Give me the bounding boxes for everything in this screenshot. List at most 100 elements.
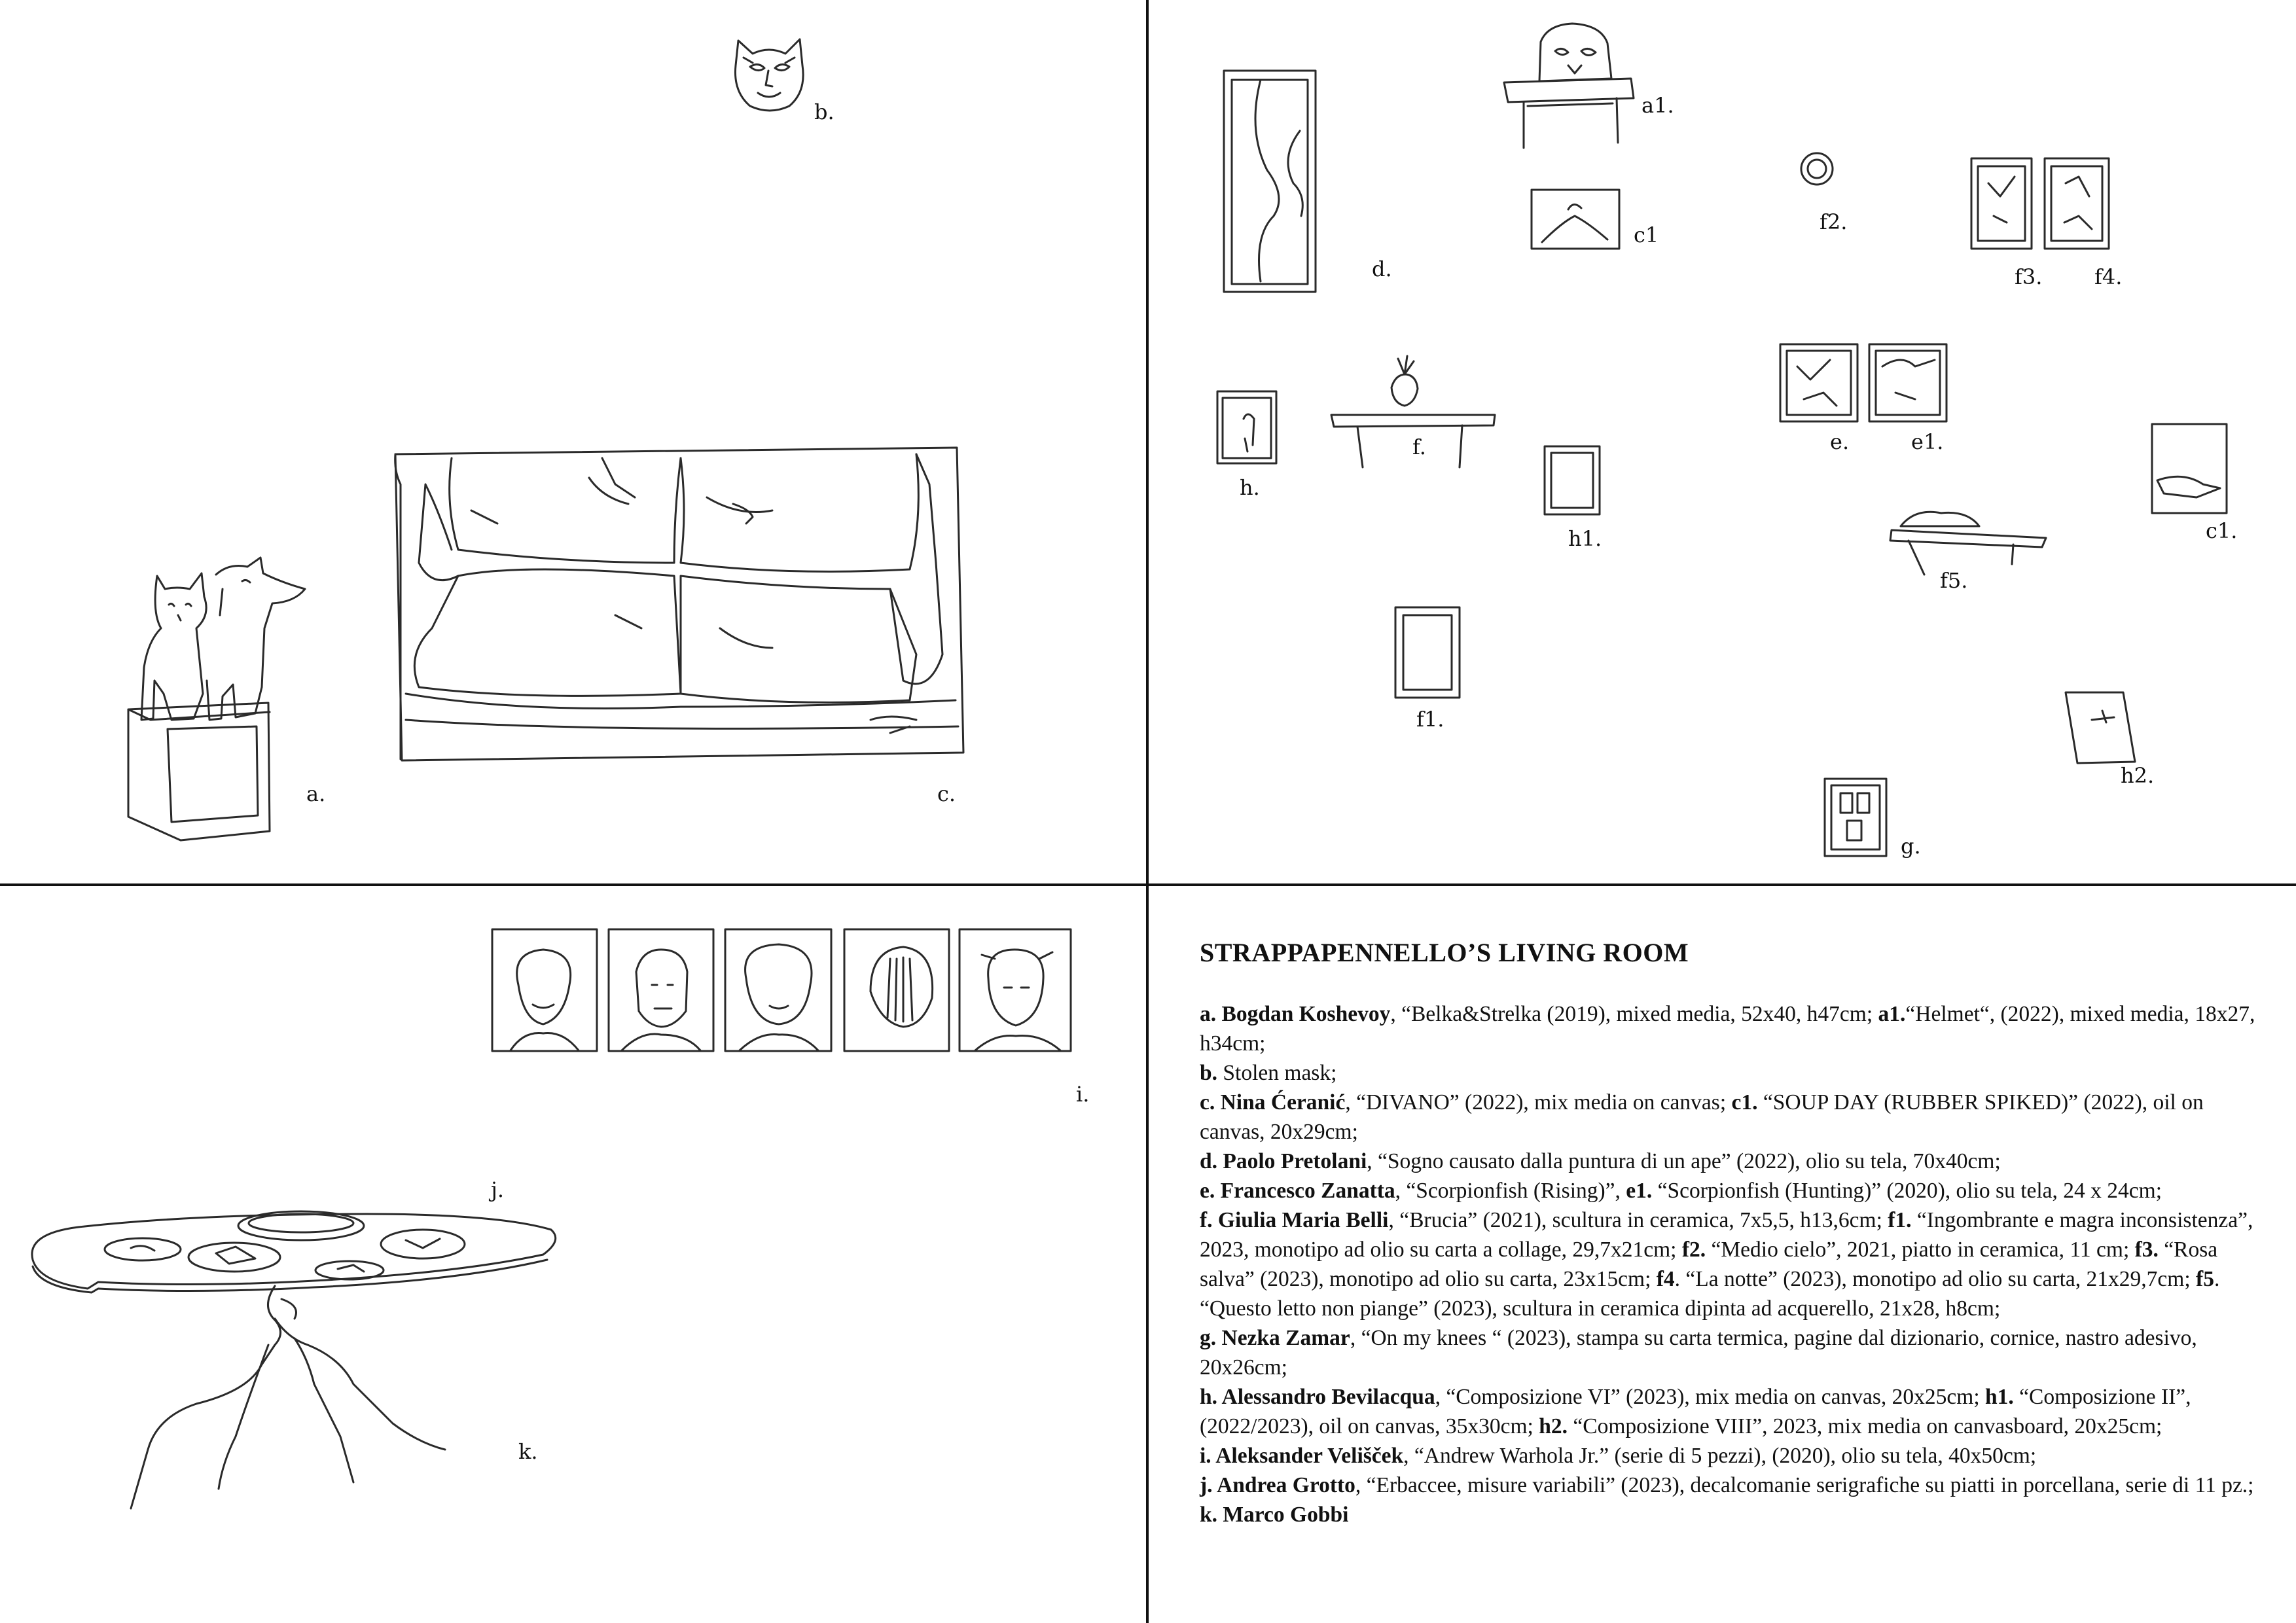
legend-entry-key: f3. <box>2134 1238 2159 1262</box>
legend-entry-text: , “DIVANO” (2022), mix media on canvas; <box>1345 1090 1732 1115</box>
label-a: a. <box>306 781 326 806</box>
sculpture-on-shelf-f5-sketch <box>1889 510 2047 576</box>
legend-entry: k. Marco Gobbi <box>1200 1500 2260 1529</box>
legend-entry-text: , “Sogno causato dalla puntura di un ape… <box>1367 1149 2001 1173</box>
legend-entry: i. Aleksander Velišček, “Andrew Warhola … <box>1200 1441 2260 1471</box>
legend-entry-key: f4 <box>1656 1267 1675 1291</box>
label-c1-right: c1. <box>2206 518 2238 543</box>
legend-entry: b. Stolen mask; <box>1200 1058 2260 1088</box>
legend-title: STRAPPAPENNELLO’S LIVING ROOM <box>1200 938 1689 967</box>
legend-entry: c. Nina Ćeranić, “DIVANO” (2022), mix me… <box>1200 1088 2260 1147</box>
legend-entry-text: , “On my knees “ (2023), stampa su carta… <box>1200 1326 2197 1380</box>
label-c: c. <box>937 781 956 806</box>
painting-h1-sketch <box>1543 445 1601 516</box>
legend: STRAPPAPENNELLO’S LIVING ROOM a. Bogdan … <box>1200 937 2260 1529</box>
legend-entry-text: Stolen mask; <box>1217 1061 1337 1085</box>
legend-entry: a. Bogdan Koshevoy, “Belka&Strelka (2019… <box>1200 999 2260 1058</box>
legend-entry-key: f1. <box>1888 1208 1912 1232</box>
painting-f1-sketch <box>1394 606 1461 699</box>
label-f5: f5. <box>1940 568 1968 593</box>
legend-entry-key: i. Aleksander Velišček <box>1200 1444 1404 1468</box>
legend-entry-text: “Medio cielo”, 2021, piatto in ceramica,… <box>1706 1238 2135 1262</box>
legend-entry: f. Giulia Maria Belli, “Brucia” (2021), … <box>1200 1205 2260 1323</box>
sculpture-on-shelf-f-sketch <box>1330 355 1496 469</box>
label-f3: f3. <box>2015 264 2043 289</box>
legend-entry-text: , “Andrew Warhola Jr.” (serie di 5 pezzi… <box>1403 1444 2037 1468</box>
legend-entry: e. Francesco Zanatta, “Scorpionfish (Ris… <box>1200 1176 2260 1205</box>
legend-entry-key: j. Andrea Grotto <box>1200 1473 1355 1497</box>
legend-entry: j. Andrea Grotto, “Erbaccee, misure vari… <box>1200 1471 2260 1500</box>
vertical-divider <box>1146 0 1149 1623</box>
legend-entry-key: h1. <box>1985 1385 2014 1409</box>
legend-entry-key: e1. <box>1626 1179 1653 1203</box>
label-b: b. <box>814 99 834 124</box>
plate-f2-sketch <box>1800 152 1834 186</box>
legend-entry: g. Nezka Zamar, “On my knees “ (2023), s… <box>1200 1323 2260 1382</box>
portraits-series-sketch <box>491 928 1072 1052</box>
legend-entry-text: “Rosa salva” (2023), monotipo ad olio su… <box>1200 1238 2218 1291</box>
legend-entry: h. Alessandro Bevilacqua, “Composizione … <box>1200 1382 2260 1441</box>
label-g: g. <box>1901 834 1921 859</box>
legend-entry-key: f. Giulia Maria Belli <box>1200 1208 1389 1232</box>
dogs-on-box-sketch <box>127 556 306 842</box>
horizontal-divider <box>0 883 2296 886</box>
legend-entry-key: g. Nezka Zamar <box>1200 1326 1350 1350</box>
legend-entry-text: , “Belka&Strelka (2019), mixed media, 52… <box>1390 1002 1878 1026</box>
helmet-on-shelf-sketch <box>1503 22 1635 149</box>
frame-g-sketch <box>1823 777 1888 857</box>
table-with-plates-sketch <box>31 1210 557 1510</box>
label-a1: a1. <box>1641 93 1674 118</box>
legend-entry-key: b. <box>1200 1061 1218 1085</box>
legend-entry-key: e. Francesco Zanatta <box>1200 1179 1395 1203</box>
paintings-e-e1-sketch <box>1779 343 1948 423</box>
legend-entry-key: h. Alessandro Bevilacqua <box>1200 1385 1435 1409</box>
legend-entry-key: a. Bogdan Koshevoy <box>1200 1002 1391 1026</box>
mask-sketch <box>734 38 804 112</box>
label-h2: h2. <box>2121 763 2155 788</box>
panel-top-right: d. a1. c1 f2. f3. f4. h. f. h1. e. e1. c… <box>1149 0 2296 883</box>
legend-entry-text: “Composizione II”, (2022/2023), oil on c… <box>1200 1385 2191 1438</box>
legend-entry-text: , “Composizione VI” (2023), mix media on… <box>1435 1385 1986 1409</box>
legend-entry-key: k. Marco Gobbi <box>1200 1503 1349 1527</box>
legend-entry: d. Paolo Pretolani, “Sogno causato dalla… <box>1200 1147 2260 1176</box>
legend-entry-text: . “La notte” (2023), monotipo ad olio su… <box>1674 1267 2197 1291</box>
label-i: i. <box>1076 1082 1090 1107</box>
legend-entry-text: , “Scorpionfish (Rising)”, <box>1395 1179 1626 1203</box>
panel-top-left: b. a. c. <box>0 0 1145 883</box>
label-e: e. <box>1830 429 1850 454</box>
painting-h-sketch <box>1216 390 1278 465</box>
legend-entry-key: c1. <box>1731 1090 1758 1115</box>
divano-sketch <box>394 446 965 762</box>
legend-entry-key: f2. <box>1681 1238 1706 1262</box>
label-e1: e1. <box>1911 429 1944 454</box>
legend-entry-text: “Helmet“, (2022), mixed media, 18x27, h3… <box>1200 1002 2255 1056</box>
legend-entry-text: , “Brucia” (2021), scultura in ceramica,… <box>1388 1208 1888 1232</box>
legend-entry-text: , “Erbaccee, misure variabili” (2023), d… <box>1355 1473 2254 1497</box>
label-f: f. <box>1412 435 1426 459</box>
label-c1-top: c1 <box>1634 223 1659 247</box>
label-f2: f2. <box>1820 209 1848 234</box>
painting-c1-top-sketch <box>1530 188 1621 250</box>
legend-entry-key: a1. <box>1878 1002 1906 1026</box>
painting-d-sketch <box>1223 69 1317 293</box>
painting-h2-sketch <box>2064 691 2136 764</box>
legend-entry-key: f5 <box>2196 1267 2214 1291</box>
label-f4: f4. <box>2094 264 2123 289</box>
label-d: d. <box>1372 257 1392 281</box>
label-h: h. <box>1240 475 1260 500</box>
painting-c1-right-sketch <box>2151 423 2228 514</box>
label-h1: h1. <box>1568 526 1602 551</box>
legend-entry-text: “Ingombrante e magra inconsistenza”, 202… <box>1200 1208 2253 1262</box>
legend-entry-text: “Composizione VIII”, 2023, mix media on … <box>1568 1414 2162 1438</box>
label-f1: f1. <box>1416 707 1444 732</box>
legend-entry-key: d. Paolo Pretolani <box>1200 1149 1367 1173</box>
legend-entry-key: c. Nina Ćeranić <box>1200 1090 1346 1115</box>
legend-entry-text: “SOUP DAY (RUBBER SPIKED)” (2022), oil o… <box>1200 1090 2204 1144</box>
label-k: k. <box>518 1439 538 1464</box>
label-j: j. <box>491 1177 505 1202</box>
legend-entries: a. Bogdan Koshevoy, “Belka&Strelka (2019… <box>1200 999 2260 1529</box>
legend-entry-text: . “Questo letto non piange” (2023), scul… <box>1200 1267 2220 1321</box>
paintings-f3-f4-sketch <box>1970 157 2110 250</box>
legend-entry-text: “Scorpionfish (Hunting)” (2020), olio su… <box>1652 1179 2162 1203</box>
legend-entry-key: h2. <box>1539 1414 1568 1438</box>
